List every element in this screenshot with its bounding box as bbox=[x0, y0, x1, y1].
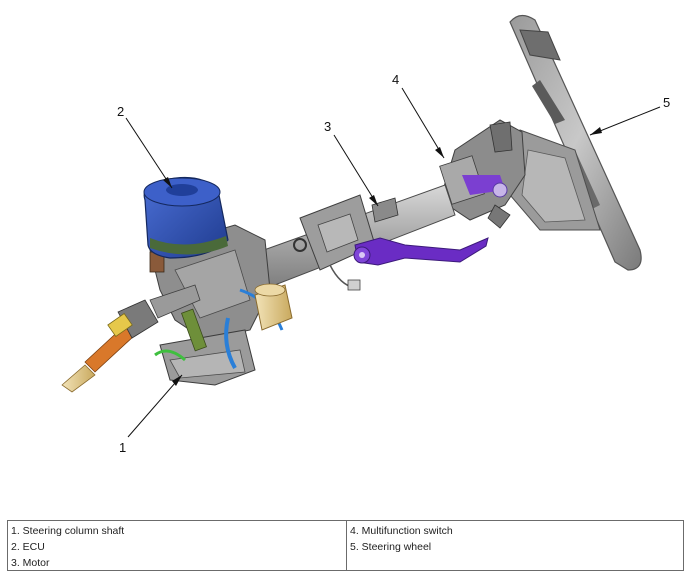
legend-item: 1. Steering column shaft bbox=[11, 525, 125, 537]
steering-column-shaft bbox=[154, 283, 293, 386]
multifunction-switch bbox=[439, 119, 526, 229]
callout-leaders bbox=[125, 87, 661, 438]
tilt-lever bbox=[353, 237, 489, 266]
callout-5: 5 bbox=[663, 95, 670, 110]
legend-column-right: 4. Multifunction switch 5. Steering whee… bbox=[347, 521, 683, 570]
callout-3: 3 bbox=[324, 119, 331, 134]
parts-legend-table: 1. Steering column shaft 2. ECU 3. Motor… bbox=[7, 520, 684, 571]
legend-item: 2. ECU bbox=[11, 541, 45, 553]
steering-wheel bbox=[509, 14, 642, 271]
column-tube bbox=[249, 184, 456, 291]
callout-4: 4 bbox=[392, 72, 399, 87]
legend-item: 4. Multifunction switch bbox=[350, 525, 453, 537]
legend-column-left: 1. Steering column shaft 2. ECU 3. Motor bbox=[8, 521, 347, 570]
legend-item: 5. Steering wheel bbox=[350, 541, 432, 553]
callout-2: 2 bbox=[117, 104, 124, 119]
callout-arrowheads bbox=[163, 127, 602, 386]
lower-shaft bbox=[61, 284, 201, 393]
callout-1: 1 bbox=[119, 440, 126, 455]
steering-column-diagram: 1 2 3 4 5 bbox=[61, 14, 670, 455]
legend-item: 3. Motor bbox=[11, 557, 50, 569]
